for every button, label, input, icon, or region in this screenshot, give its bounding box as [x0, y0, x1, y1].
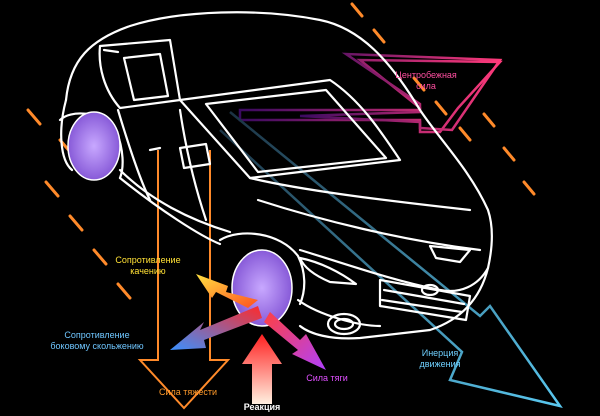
- traction-label: Сила тяги: [306, 373, 348, 383]
- inertia-label: Инерция движения: [419, 348, 461, 369]
- inertia-arrow: [219, 111, 563, 408]
- centrifugal-force-arrow: [238, 52, 503, 134]
- reaction-label: Реакция: [243, 402, 281, 412]
- centrifugal-force-label: Центробежная сила: [395, 70, 457, 91]
- side-slip-resistance-label: Сопротивление боковому скольжению: [50, 330, 144, 351]
- rear-wheel: [67, 111, 121, 181]
- gravity-arrow: [137, 150, 231, 410]
- gravity-label: Сила тяжести: [159, 387, 217, 397]
- car-outline: [58, 11, 493, 340]
- rolling-resistance-label: Сопротивление качению: [115, 255, 181, 276]
- traction-arrow: [264, 312, 326, 370]
- reaction-arrow: [242, 334, 282, 404]
- rolling-resistance-arrow: [196, 274, 258, 308]
- side-slip-arrow: [170, 306, 262, 350]
